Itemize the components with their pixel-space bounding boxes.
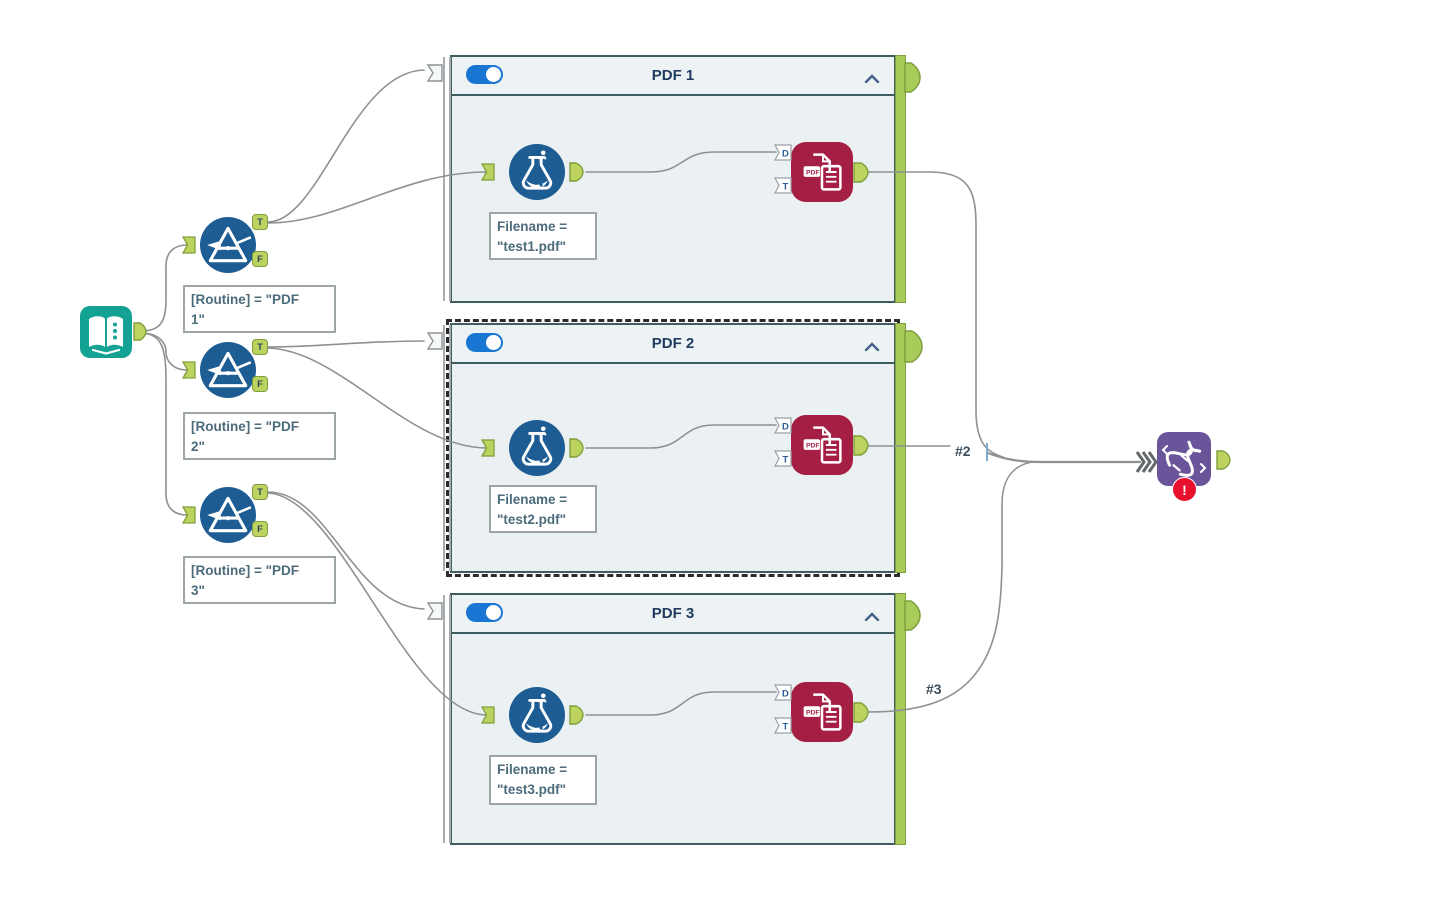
container-input-anchor[interactable] [426,332,443,355]
formula-input-anchor[interactable] [480,439,495,462]
svg-text:T: T [783,455,789,466]
filter-tool-1[interactable] [200,217,256,273]
input-output-anchor[interactable] [133,322,147,346]
svg-text:D: D [782,689,789,700]
formula-output-anchor[interactable] [569,438,584,463]
pdf-output-anchor[interactable] [853,162,869,188]
connection-label-cursor [986,443,988,461]
pdf-template-anchor[interactable]: T [773,717,792,739]
svg-text:T: T [783,722,789,733]
container-left-rail [443,325,451,571]
filter-annotation[interactable]: [Routine] = "PDF 2" [183,412,336,460]
formula-input-anchor[interactable] [480,163,495,186]
formula-output-anchor[interactable] [569,705,584,730]
flask-icon [521,693,553,733]
svg-text:D: D [782,422,789,433]
macro-output-anchor[interactable] [1216,450,1231,475]
pdf-data-anchor[interactable]: D [773,684,792,706]
wire [267,69,425,223]
filter-tool-3[interactable] [200,487,256,543]
filter-false-anchor[interactable]: F [252,376,268,392]
pdf-document-icon: PDF [803,693,842,731]
container-header[interactable]: PDF 3 [452,595,894,634]
filter-annotation[interactable]: [Routine] = "PDF 3" [183,556,336,604]
macro-multi-input-anchor[interactable] [1135,450,1158,479]
wire [140,244,188,332]
filter-tool-2[interactable] [200,342,256,398]
container-enable-toggle[interactable] [466,65,503,84]
filter-true-anchor[interactable]: T [252,339,268,355]
formula-tool-3[interactable] [509,687,565,743]
pdf-output-tool-1[interactable]: PDF [791,142,853,202]
dna-icon [1161,440,1207,477]
container-enable-toggle[interactable] [466,603,503,622]
pdf-document-icon: PDF [803,426,842,464]
container-input-anchor[interactable] [426,64,443,87]
error-badge[interactable]: ! [1172,477,1197,502]
formula-annotation[interactable]: Filename = "test1.pdf" [489,212,597,260]
container-title: PDF 3 [651,605,695,622]
formula-input-anchor[interactable] [480,706,495,729]
pdf-template-anchor[interactable]: T [773,177,792,199]
filter-false-anchor[interactable]: F [252,521,268,537]
wire [140,332,188,516]
container-left-rail [443,595,451,843]
flask-icon [521,426,553,466]
filter-icon [207,226,252,263]
pdf-template-anchor[interactable]: T [773,450,792,472]
svg-text:D: D [782,149,789,160]
filter-false-anchor[interactable]: F [252,251,268,267]
filter-input-anchor[interactable] [181,236,196,259]
formula-tool-2[interactable] [509,420,565,476]
text-input-tool[interactable] [80,306,132,358]
connection-label-2[interactable]: #2 [955,443,971,459]
container-title: PDF 1 [651,67,695,84]
pdf-data-anchor[interactable]: D [773,417,792,439]
container-header[interactable]: PDF 1 [452,57,894,96]
wire-merged [986,451,1142,464]
flask-icon [521,150,553,190]
container-enable-toggle[interactable] [466,333,503,352]
pdf-output-anchor[interactable] [853,435,869,461]
wire [267,340,425,348]
pdf-output-tool-2[interactable]: PDF [791,415,853,475]
filter-true-anchor[interactable]: T [252,484,268,500]
filter-true-anchor[interactable]: T [252,214,268,230]
formula-output-anchor[interactable] [569,162,584,187]
container-output-anchor[interactable] [904,330,923,368]
collapse-chevron-icon[interactable] [864,70,880,88]
container-left-rail [443,57,451,301]
connection-label-3[interactable]: #3 [926,681,942,697]
pdf-output-tool-3[interactable]: PDF [791,682,853,742]
svg-text:PDF: PDF [806,442,820,449]
container-header[interactable]: PDF 2 [452,325,894,364]
container-output-anchor[interactable] [904,600,921,636]
container-input-anchor[interactable] [426,602,443,625]
container-title: PDF 2 [651,335,695,352]
pdf-data-anchor[interactable]: D [773,144,792,166]
wire [140,332,188,371]
pdf-output-anchor[interactable] [853,702,869,728]
container-output-anchor[interactable] [904,62,921,98]
filter-input-anchor[interactable] [181,506,196,529]
filter-input-anchor[interactable] [181,361,196,384]
pdf-document-icon: PDF [803,153,842,191]
formula-tool-1[interactable] [509,144,565,200]
svg-text:PDF: PDF [806,709,820,716]
open-book-icon [89,316,123,355]
svg-text:PDF: PDF [806,169,820,176]
collapse-chevron-icon[interactable] [864,608,880,626]
svg-text:T: T [783,182,789,193]
filter-icon [207,351,252,388]
collapse-chevron-icon[interactable] [864,338,880,356]
filter-icon [207,496,252,533]
formula-annotation[interactable]: Filename = "test2.pdf" [489,485,597,533]
filter-annotation[interactable]: [Routine] = "PDF 1" [183,285,336,333]
formula-annotation[interactable]: Filename = "test3.pdf" [489,755,597,805]
